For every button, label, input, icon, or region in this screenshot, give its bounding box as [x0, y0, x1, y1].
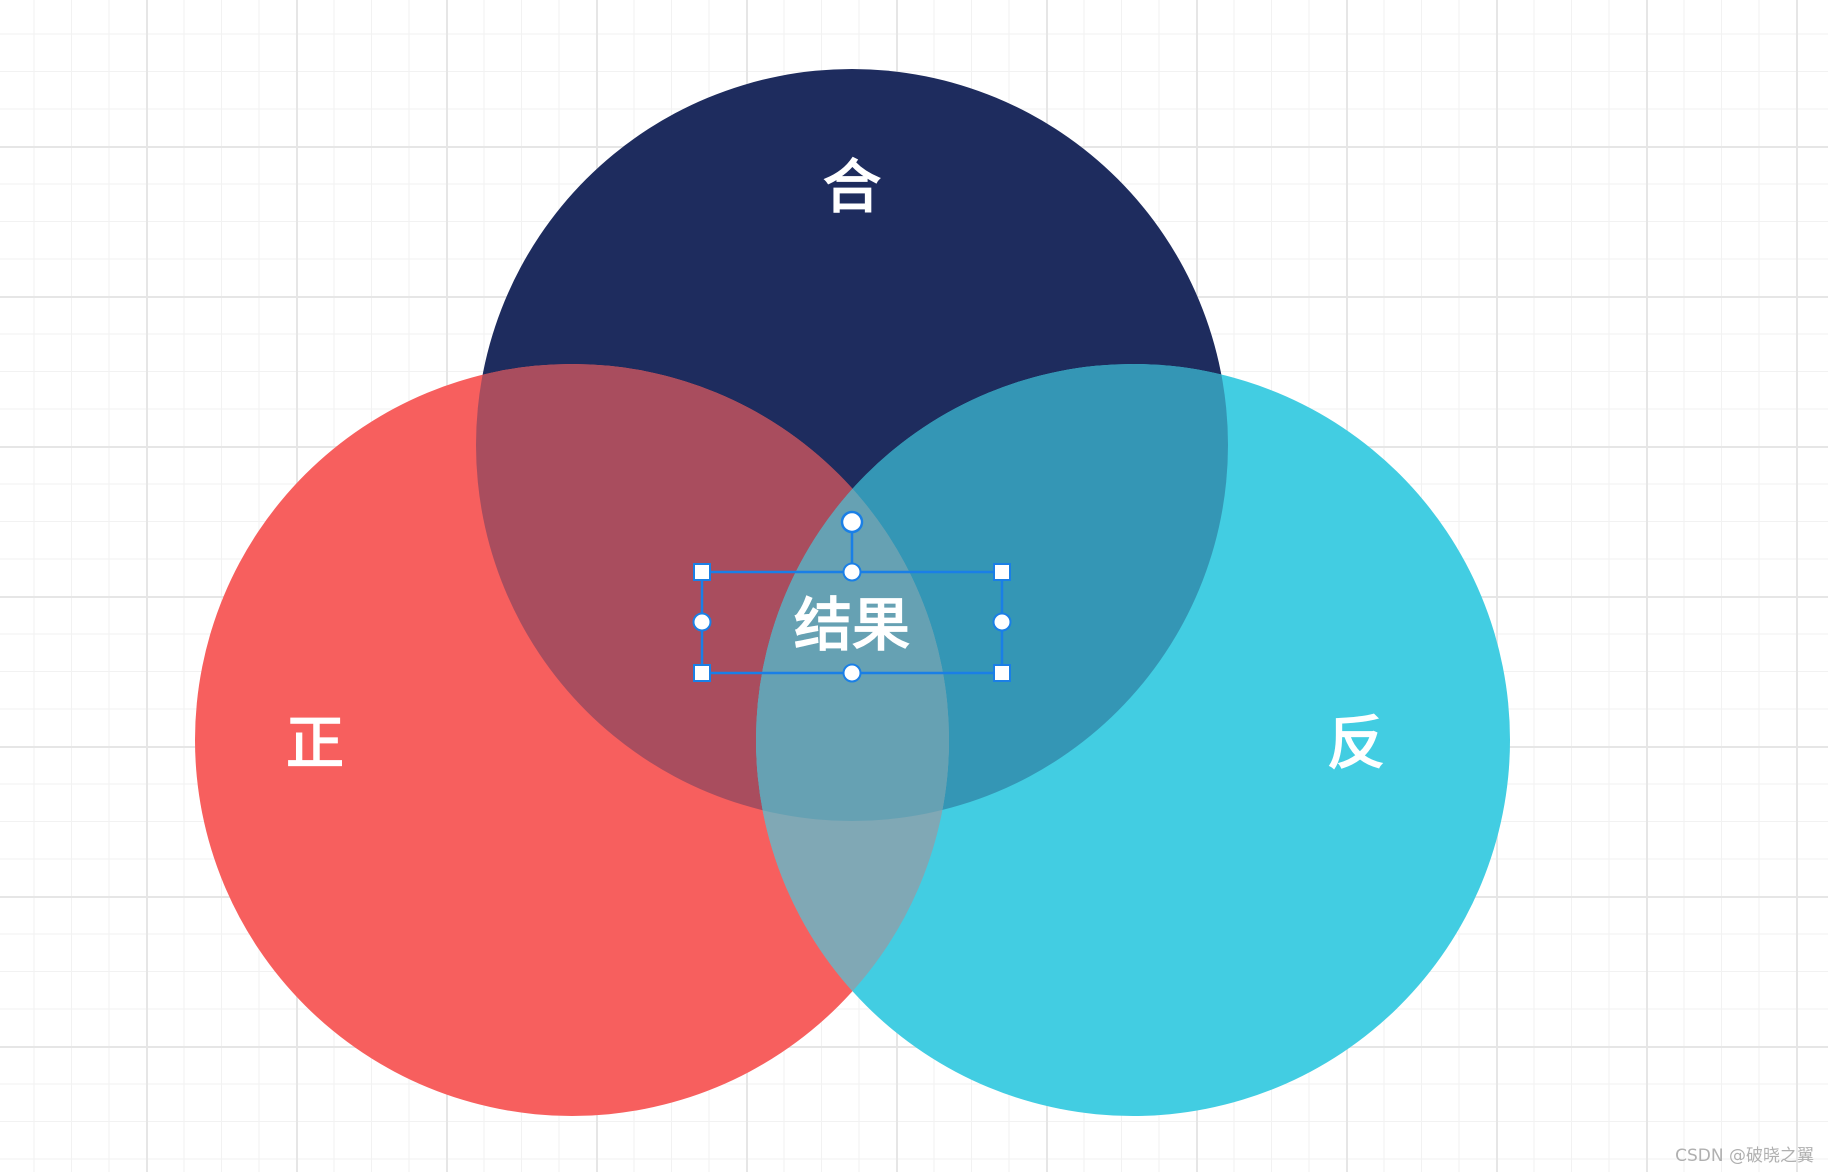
resize-handle-se[interactable]	[993, 664, 1011, 682]
rotate-handle[interactable]	[840, 510, 864, 534]
resize-handle-nw[interactable]	[693, 563, 711, 581]
resize-handle-n[interactable]	[842, 562, 862, 582]
resize-handle-sw[interactable]	[693, 664, 711, 682]
selection-box[interactable]	[692, 510, 1012, 683]
label-center[interactable]: 结果	[794, 591, 910, 659]
resize-handle-ne[interactable]	[993, 563, 1011, 581]
resize-handle-w[interactable]	[692, 612, 712, 632]
label-right: 反	[1327, 709, 1385, 777]
watermark: CSDN @破晓之翼	[1675, 1146, 1814, 1166]
resize-handle-s[interactable]	[842, 663, 862, 683]
label-left: 正	[286, 709, 344, 777]
resize-handle-e[interactable]	[992, 612, 1012, 632]
label-top: 合	[823, 153, 881, 221]
